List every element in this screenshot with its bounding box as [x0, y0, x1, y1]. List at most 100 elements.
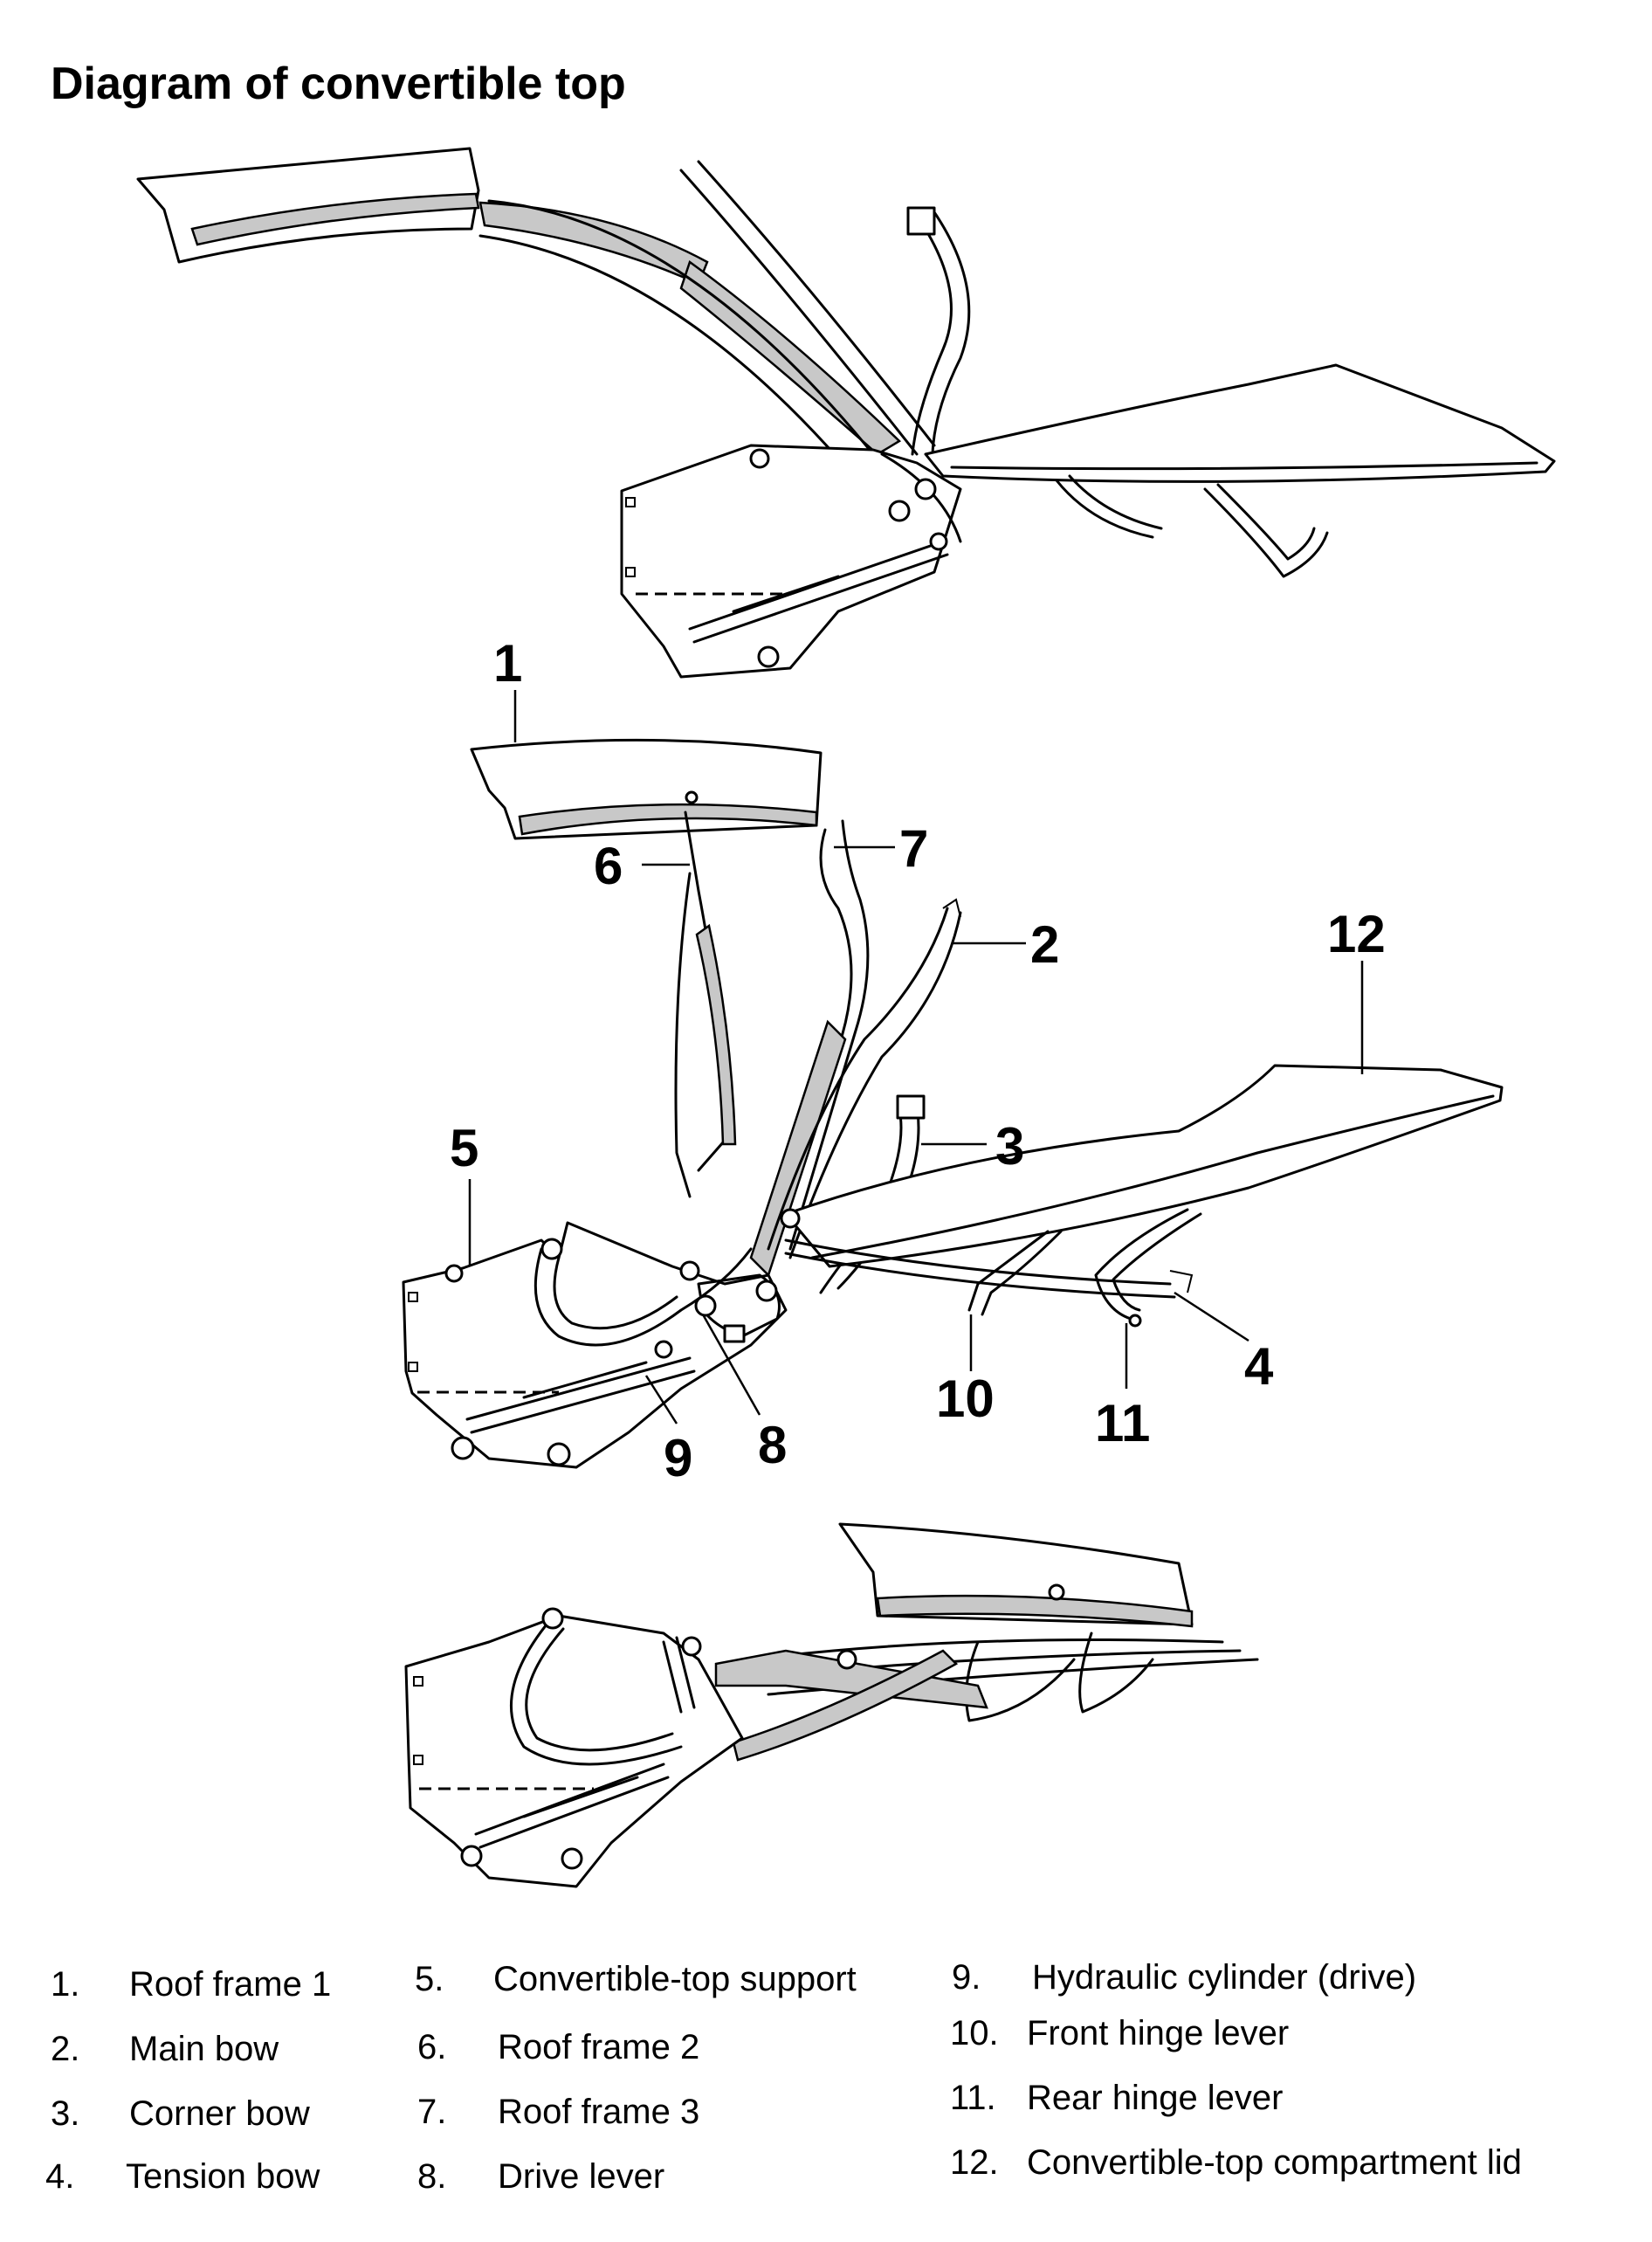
callout-2: 2 — [1030, 915, 1059, 974]
callout-1: 1 — [493, 634, 522, 693]
pivot-pin — [755, 1280, 778, 1302]
top-view-hydraulic-cylinder — [688, 540, 949, 644]
pivot-pin — [540, 1238, 563, 1260]
stowed-folded-frames-shade — [714, 1649, 988, 1709]
mount-hole — [408, 1362, 418, 1372]
legend-number: 1. — [51, 1965, 80, 2004]
page-title: Diagram of convertible top — [51, 59, 626, 109]
stowed-drive-lever — [662, 1636, 696, 1714]
top-view-main-bow — [679, 160, 936, 456]
callout-4: 4 — [1244, 1337, 1274, 1396]
rear-hinge-lever — [1094, 1208, 1202, 1321]
legend-number: 8. — [417, 2157, 447, 2196]
callout-11: 11 — [1095, 1394, 1150, 1452]
stowed-pivot-pin — [836, 1649, 857, 1670]
legend-number: 12. — [950, 2143, 999, 2182]
stowed-pivot-pin — [541, 1607, 564, 1630]
pivot-pin — [694, 1294, 717, 1317]
stowed-pivot-pin — [1048, 1583, 1065, 1601]
legend-label: Rear hinge lever — [1027, 2079, 1284, 2117]
top-view-support-plate — [620, 444, 962, 679]
pivot-pin — [654, 1340, 673, 1359]
pivot-pin — [547, 1442, 571, 1466]
top-view-pivot-pin — [757, 645, 780, 668]
leader-8 — [701, 1314, 761, 1416]
top-view-corner-bow — [911, 208, 971, 456]
compartment-lid — [784, 1064, 1504, 1268]
top-view-pivot-pin — [929, 532, 948, 551]
roof-frame-1-pin — [685, 790, 699, 804]
legend-label: Convertible-top compartment lid — [1027, 2143, 1522, 2182]
compartment-lid-edge — [810, 1094, 1495, 1259]
top-view-pivot-pin — [888, 500, 911, 522]
legend-label: Hydraulic cylinder (drive) — [1032, 1958, 1417, 1997]
roof-frame-1-shade — [518, 803, 818, 836]
stowed-main-bow-shade — [732, 1649, 959, 1762]
top-view-roof-frame-front-shade — [190, 192, 480, 246]
callout-7: 7 — [899, 819, 928, 878]
callout-8: 8 — [758, 1416, 787, 1474]
callout-3: 3 — [995, 1117, 1024, 1176]
stowed-mount-hole — [413, 1676, 423, 1687]
top-view-roof-frame-rear — [478, 199, 875, 460]
rear-hinge-lever-pin — [1128, 1314, 1142, 1328]
stowed-hydraulic-cylinder — [474, 1763, 670, 1849]
pivot-pin — [444, 1264, 464, 1283]
top-closed-view — [136, 147, 1556, 679]
pivot-pin — [451, 1436, 475, 1460]
top-view-lid-edge — [950, 461, 1538, 471]
front-hinge-lever — [967, 1230, 1063, 1316]
top-stowed-view — [404, 1522, 1259, 1888]
hydraulic-cylinder — [465, 1356, 696, 1434]
roof-frame-3 — [767, 819, 870, 1259]
callout-5: 5 — [450, 1119, 478, 1177]
top-view-mount-hole — [625, 567, 636, 577]
legend-number: 10. — [950, 2014, 999, 2052]
legend-label: Main bow — [129, 2030, 279, 2068]
support-bow-tube — [533, 1247, 753, 1347]
legend-label: Convertible-top support — [493, 1960, 857, 1998]
top-view-mount-hole — [625, 497, 636, 507]
exploded-view: 1 2 3 4 5 6 7 8 9 10 11 12 — [402, 634, 1504, 1487]
legend-label: Drive lever — [498, 2157, 665, 2196]
callout-9: 9 — [664, 1429, 692, 1487]
roof-frame-2-shade — [695, 923, 737, 1146]
corner-bow-end — [896, 1094, 926, 1120]
legend-number: 2. — [51, 2030, 80, 2068]
top-view-hinge-lever-front — [1055, 474, 1163, 539]
top-view-compartment-lid — [924, 363, 1556, 483]
stowed-pivot-pin — [460, 1845, 483, 1867]
callout-12: 12 — [1327, 905, 1386, 963]
top-view-pivot-pin — [749, 448, 770, 469]
legend-label: Roof frame 2 — [498, 2028, 700, 2066]
legend-number: 4. — [45, 2157, 75, 2196]
legend-number: 5. — [415, 1960, 444, 1998]
top-view-hinge-lever-rear — [1203, 483, 1329, 578]
legend-label: Roof frame 3 — [498, 2093, 700, 2131]
stowed-pivot-pin — [681, 1636, 702, 1657]
drive-lever-bracket — [723, 1324, 746, 1343]
top-view-pivot-pin — [914, 478, 937, 500]
legend-number: 3. — [51, 2094, 80, 2133]
legend-label: Corner bow — [129, 2094, 310, 2133]
legend-number: 11. — [950, 2079, 996, 2117]
legend-number: 7. — [417, 2093, 447, 2131]
legend-label: Front hinge lever — [1027, 2014, 1290, 2052]
stowed-pivot-pin — [561, 1847, 583, 1870]
leader-4 — [1174, 1291, 1249, 1342]
callout-10: 10 — [936, 1369, 995, 1428]
stowed-hinge-levers — [965, 1631, 1154, 1722]
legend-number: 6. — [417, 2028, 447, 2066]
stowed-roof-frame-shade — [876, 1594, 1194, 1628]
legend-label: Roof frame 1 — [129, 1965, 332, 2004]
top-view-corner-bow-end — [906, 206, 936, 236]
stowed-support-bow-tube — [509, 1618, 683, 1766]
leader-9 — [644, 1375, 678, 1425]
main-bow — [767, 907, 962, 1259]
legend-label: Tension bow — [126, 2157, 320, 2196]
pivot-pin — [780, 1208, 801, 1229]
callout-6: 6 — [594, 837, 623, 895]
stowed-mount-hole — [413, 1755, 423, 1765]
tension-bow-end — [1169, 1270, 1194, 1293]
